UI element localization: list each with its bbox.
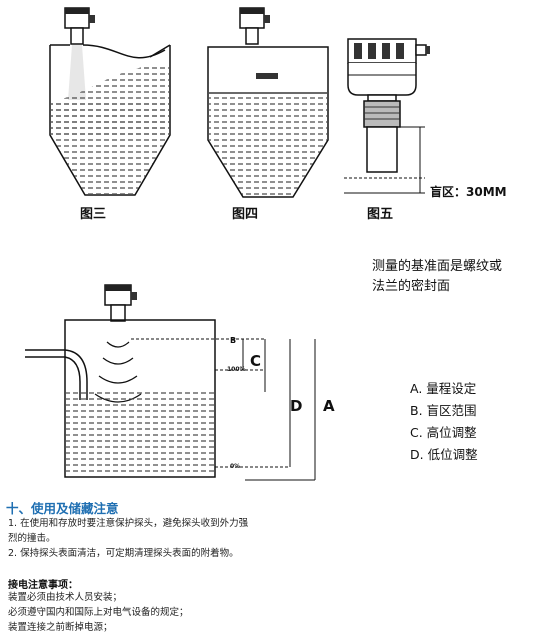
label-0-percent: 0% <box>230 463 241 470</box>
label-100-percent: 100% <box>227 366 246 373</box>
legend-item-b: B. 盲区范围 <box>410 403 477 418</box>
section-item-2: 2. 保持探头表面清洁，可定期清理探头表面的附着物。 <box>8 548 239 559</box>
wiring-line-3: 装置连接之前断掉电源； <box>8 622 113 633</box>
figure-3-diagram <box>49 7 171 196</box>
reference-note-line-1: 测量的基准面是螺纹或 <box>372 259 503 274</box>
wiring-title: 接电注意事项： <box>8 580 78 591</box>
label-c: C <box>250 352 262 370</box>
blind-zone-label: 盲区：30MM <box>430 185 507 199</box>
label-a: A <box>323 397 335 415</box>
wiring-line-1: 装置必须由技术人员安装； <box>8 592 123 603</box>
section-item-1-cont: 烈的撞击。 <box>8 533 56 544</box>
range-legend: A. 量程设定 B. 盲区范围 C. 高位调整 D. 低位调整 <box>410 378 478 466</box>
tank-range-diagram <box>25 284 316 481</box>
legend-item-d: D. 低位调整 <box>410 447 478 462</box>
legend-item-a: A. 量程设定 <box>410 381 477 396</box>
section-item-1: 1. 在使用和存放时要注意保护探头，避免探头收到外力强 <box>8 518 249 529</box>
label-b: B <box>230 336 237 345</box>
reference-note: 测量的基准面是螺纹或 法兰的密封面 <box>372 257 552 297</box>
figure-4-caption: 图四 <box>232 207 259 222</box>
wiring-lines: 装置必须由技术人员安装； 必须遵守国内和国际上对电气设备的规定； 装置连接之前断… <box>8 590 308 635</box>
legend-item-c: C. 高位调整 <box>410 425 477 440</box>
wiring-line-2: 必须遵守国内和国际上对电气设备的规定； <box>8 607 189 618</box>
figure-3-caption: 图三 <box>80 207 107 222</box>
figure-4-diagram <box>207 7 329 198</box>
label-d: D <box>290 397 303 415</box>
section-title: 十、使用及储藏注意 <box>6 501 119 516</box>
section-items: 1. 在使用和存放时要注意保护探头，避免探头收到外力强 烈的撞击。 2. 保持探… <box>8 516 353 561</box>
figure-5-diagram <box>344 38 430 194</box>
reference-note-line-2: 法兰的密封面 <box>372 279 451 294</box>
figure-5-caption: 图五 <box>367 207 394 222</box>
